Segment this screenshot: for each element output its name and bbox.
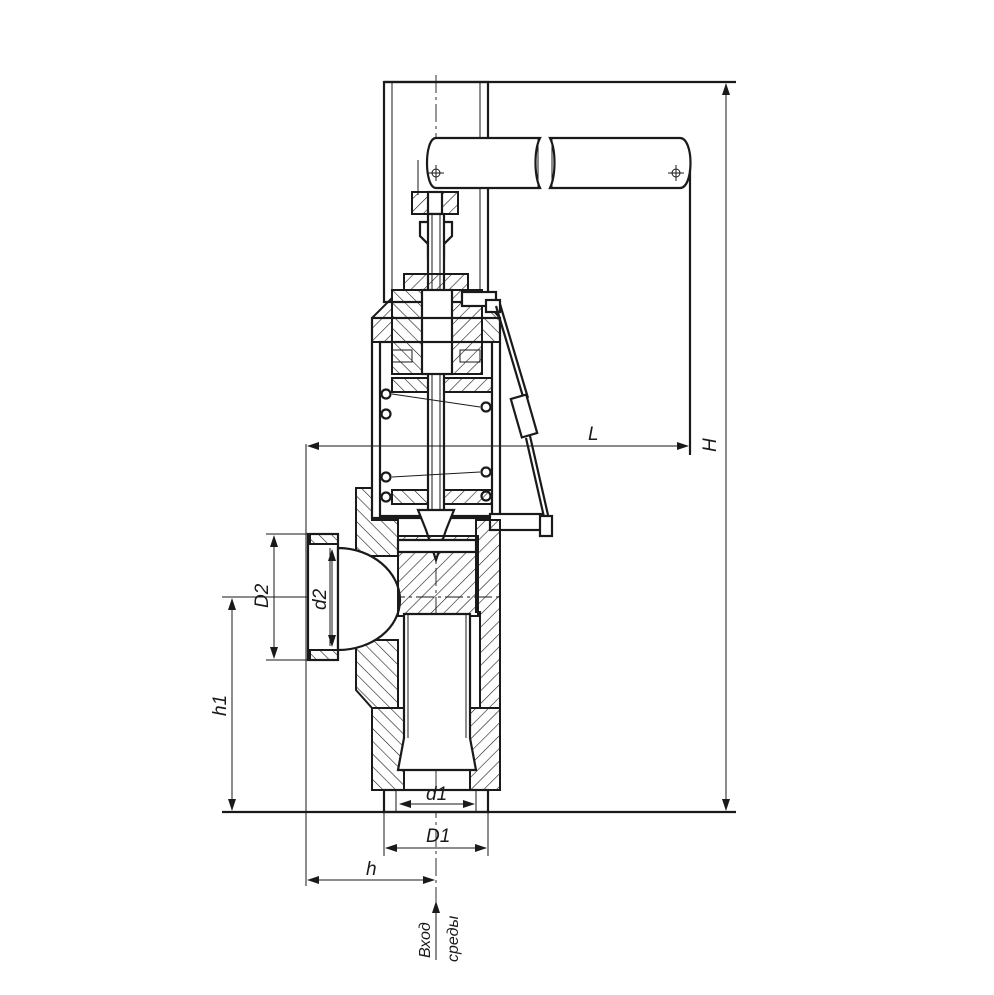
stem-nut-bore — [426, 190, 444, 216]
dimension-h1 — [222, 596, 300, 811]
valve-disc — [396, 508, 479, 617]
label-inlet-line1: Вход — [417, 922, 434, 958]
label-d2: d2 — [310, 588, 331, 610]
dimension-L — [305, 442, 689, 886]
label-D1: D1 — [426, 826, 450, 847]
lower-spring-plate — [391, 489, 493, 505]
label-d1: d1 — [426, 784, 447, 805]
upper-spring-plate — [391, 349, 493, 393]
test-lever-linkage — [460, 290, 554, 538]
label-inlet-line2: среды — [445, 916, 462, 962]
top-cap — [382, 80, 736, 304]
label-H: H — [700, 438, 721, 452]
label-h: h — [366, 859, 377, 880]
dimension-D1 — [383, 812, 489, 856]
label-L: L — [588, 424, 599, 445]
valve-body — [355, 487, 501, 791]
label-h1: h1 — [210, 695, 231, 716]
label-D2: D2 — [252, 583, 273, 608]
lever-handle — [417, 136, 692, 455]
